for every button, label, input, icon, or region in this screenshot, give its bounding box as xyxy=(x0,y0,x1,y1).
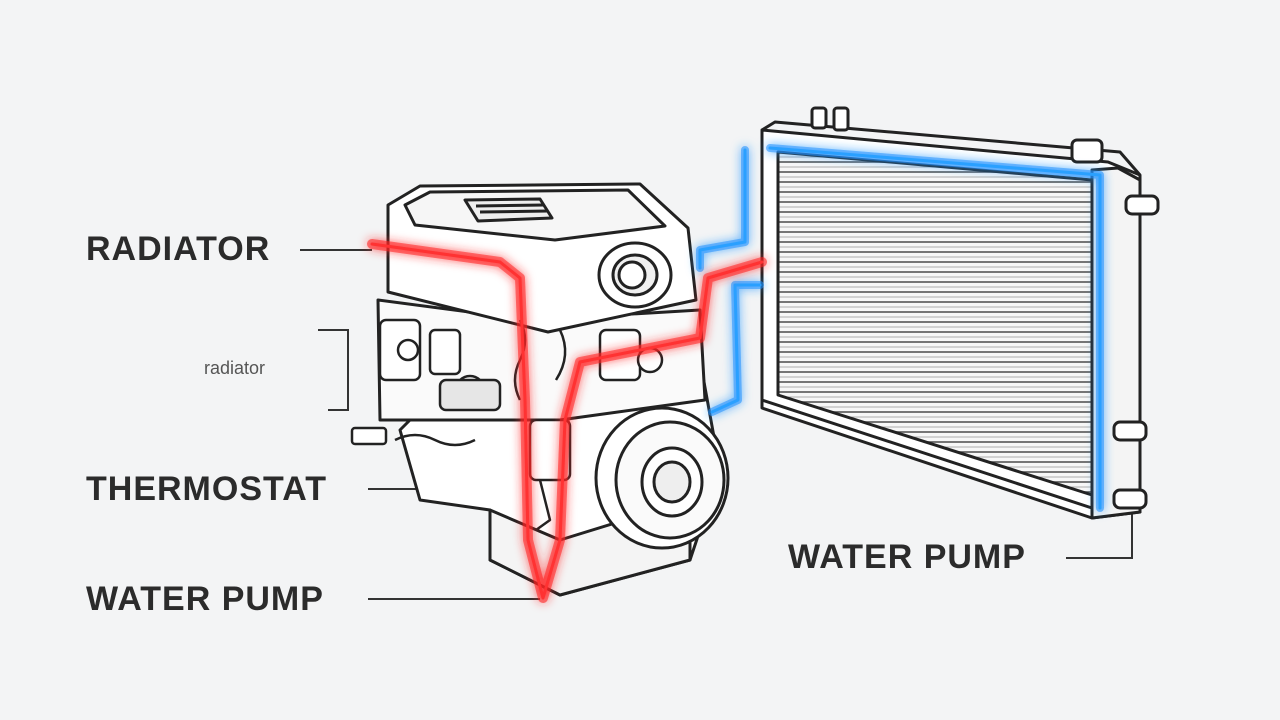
radiator-cap-left xyxy=(810,106,828,130)
water-pump-label-right: WATER PUMP xyxy=(788,538,1026,576)
radiator-core-fins xyxy=(776,150,1094,497)
leader-lines xyxy=(300,249,1133,600)
radiator-label: RADIATOR xyxy=(86,230,271,268)
radiator-fitting-mid xyxy=(1112,420,1148,442)
cool-coolant-path xyxy=(696,144,1104,512)
radiator-fitting-top xyxy=(1124,194,1160,216)
thermostat-label: THERMOSTAT xyxy=(86,470,328,508)
small-callout-label: radiator xyxy=(204,358,266,378)
radiator-fitting-bottom xyxy=(1112,488,1148,510)
radiator-illustration xyxy=(760,106,1160,520)
radiator-cap-right xyxy=(1070,138,1104,164)
small-label-bracket xyxy=(318,329,349,411)
hot-coolant-path xyxy=(367,239,767,603)
water-pump-right-leader-line xyxy=(1066,500,1133,559)
water-pump-label-left: WATER PUMP xyxy=(86,580,324,618)
